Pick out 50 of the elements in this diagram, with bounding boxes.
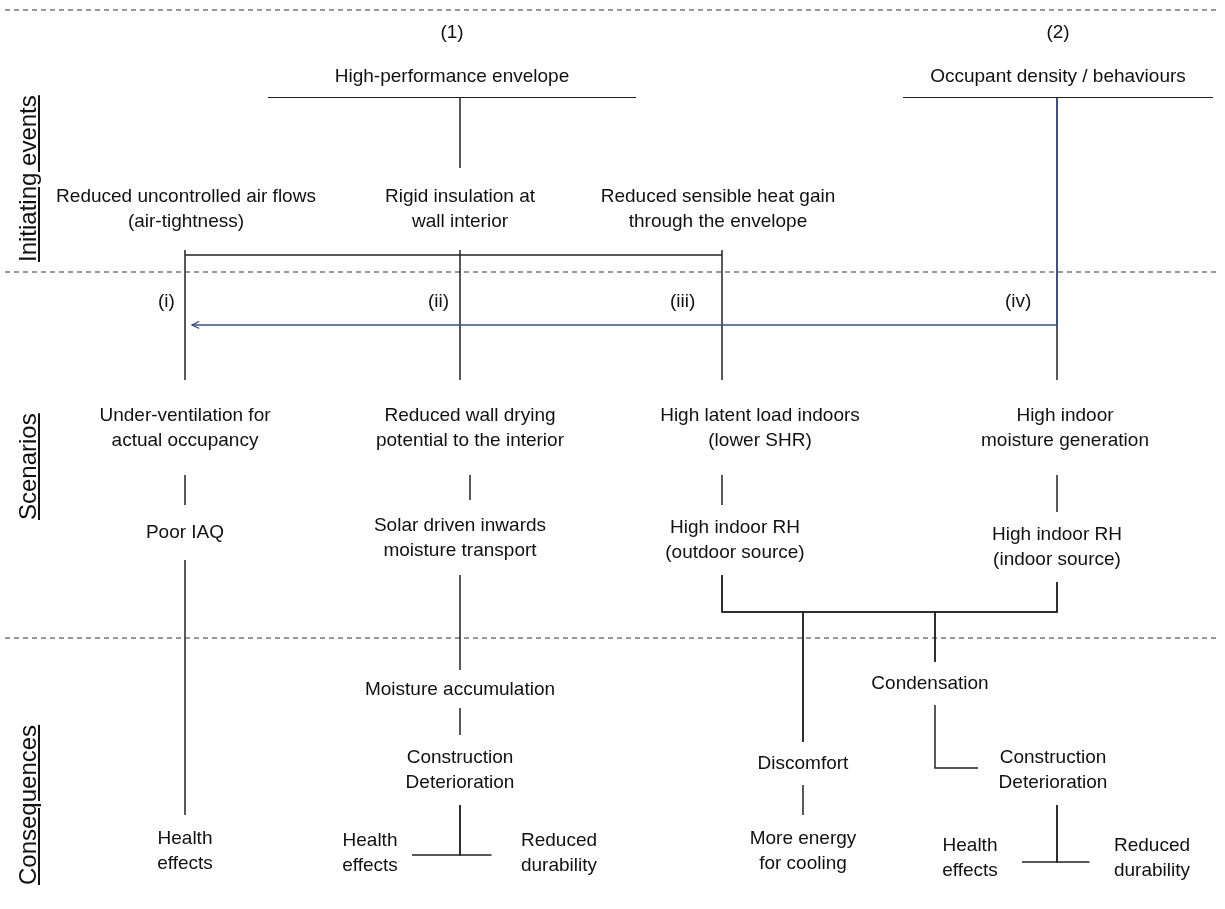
node-text: High indoor moisture generation bbox=[980, 402, 1150, 452]
node-text: Discomfort bbox=[757, 751, 849, 776]
connector-line bbox=[184, 474, 186, 506]
node-text: Under-ventilation for actual occupancy bbox=[98, 402, 272, 452]
connector-line bbox=[1056, 804, 1091, 863]
node-text: Moisture accumulation bbox=[364, 676, 556, 701]
connector-line bbox=[459, 707, 461, 736]
connector-line bbox=[459, 574, 461, 671]
connector-line bbox=[469, 474, 471, 501]
node-text: Solar driven inwards moisture transport bbox=[372, 512, 548, 562]
section-title: Consequences bbox=[14, 724, 42, 885]
node-text: Health effects bbox=[941, 832, 999, 882]
event-number: (1) bbox=[440, 20, 464, 44]
connector-line bbox=[459, 249, 461, 381]
event-number: (2) bbox=[1046, 20, 1070, 44]
connector-line bbox=[184, 249, 186, 381]
node-text: High indoor RH (outdoor source) bbox=[664, 515, 806, 564]
scenario-number: (iv) bbox=[1005, 290, 1032, 312]
connector-line bbox=[721, 249, 723, 381]
node-text: Reduced durability bbox=[519, 827, 599, 877]
node-text: High indoor RH (indoor source) bbox=[991, 522, 1123, 571]
connector-line bbox=[459, 804, 493, 856]
scenario-number: (i) bbox=[158, 290, 175, 312]
node-text: Health effects bbox=[156, 826, 214, 875]
connector-line bbox=[459, 97, 461, 169]
connector-line bbox=[1056, 474, 1058, 513]
node-text: Reduced wall drying potential to the interior bbox=[375, 402, 565, 452]
connector-line bbox=[184, 559, 186, 816]
node-text: Poor IAQ bbox=[145, 520, 225, 545]
node-text: High latent load indoors (lower SHR) bbox=[659, 402, 861, 452]
connector-line bbox=[934, 581, 1058, 663]
node-text: Condensation bbox=[871, 671, 989, 696]
connector-line bbox=[934, 704, 979, 769]
event-title: Occupant density / behaviours bbox=[930, 64, 1186, 89]
section-title: Scenarios bbox=[14, 413, 42, 520]
connector-line bbox=[721, 474, 723, 506]
event-title: High-performance envelope bbox=[334, 64, 570, 89]
scenario-number: (ii) bbox=[428, 290, 450, 312]
node-text: Reduced uncontrolled air flows (air-tightness) bbox=[55, 184, 317, 233]
node-text: More energy for cooling bbox=[748, 826, 858, 875]
node-text: Construction Deterioration bbox=[404, 745, 516, 794]
section-title: Initiating events bbox=[14, 95, 42, 262]
node-text: Rigid insulation at wall interior bbox=[384, 184, 536, 233]
node-text: Reduced sensible heat gain through the envelope bbox=[599, 184, 837, 233]
connector-line bbox=[802, 784, 804, 816]
node-text: Health effects bbox=[341, 827, 399, 877]
node-text: Reduced durability bbox=[1112, 832, 1192, 882]
arrow bbox=[191, 97, 1058, 330]
scenario-number: (iii) bbox=[670, 290, 696, 312]
node-text: Construction Deterioration bbox=[997, 745, 1109, 794]
